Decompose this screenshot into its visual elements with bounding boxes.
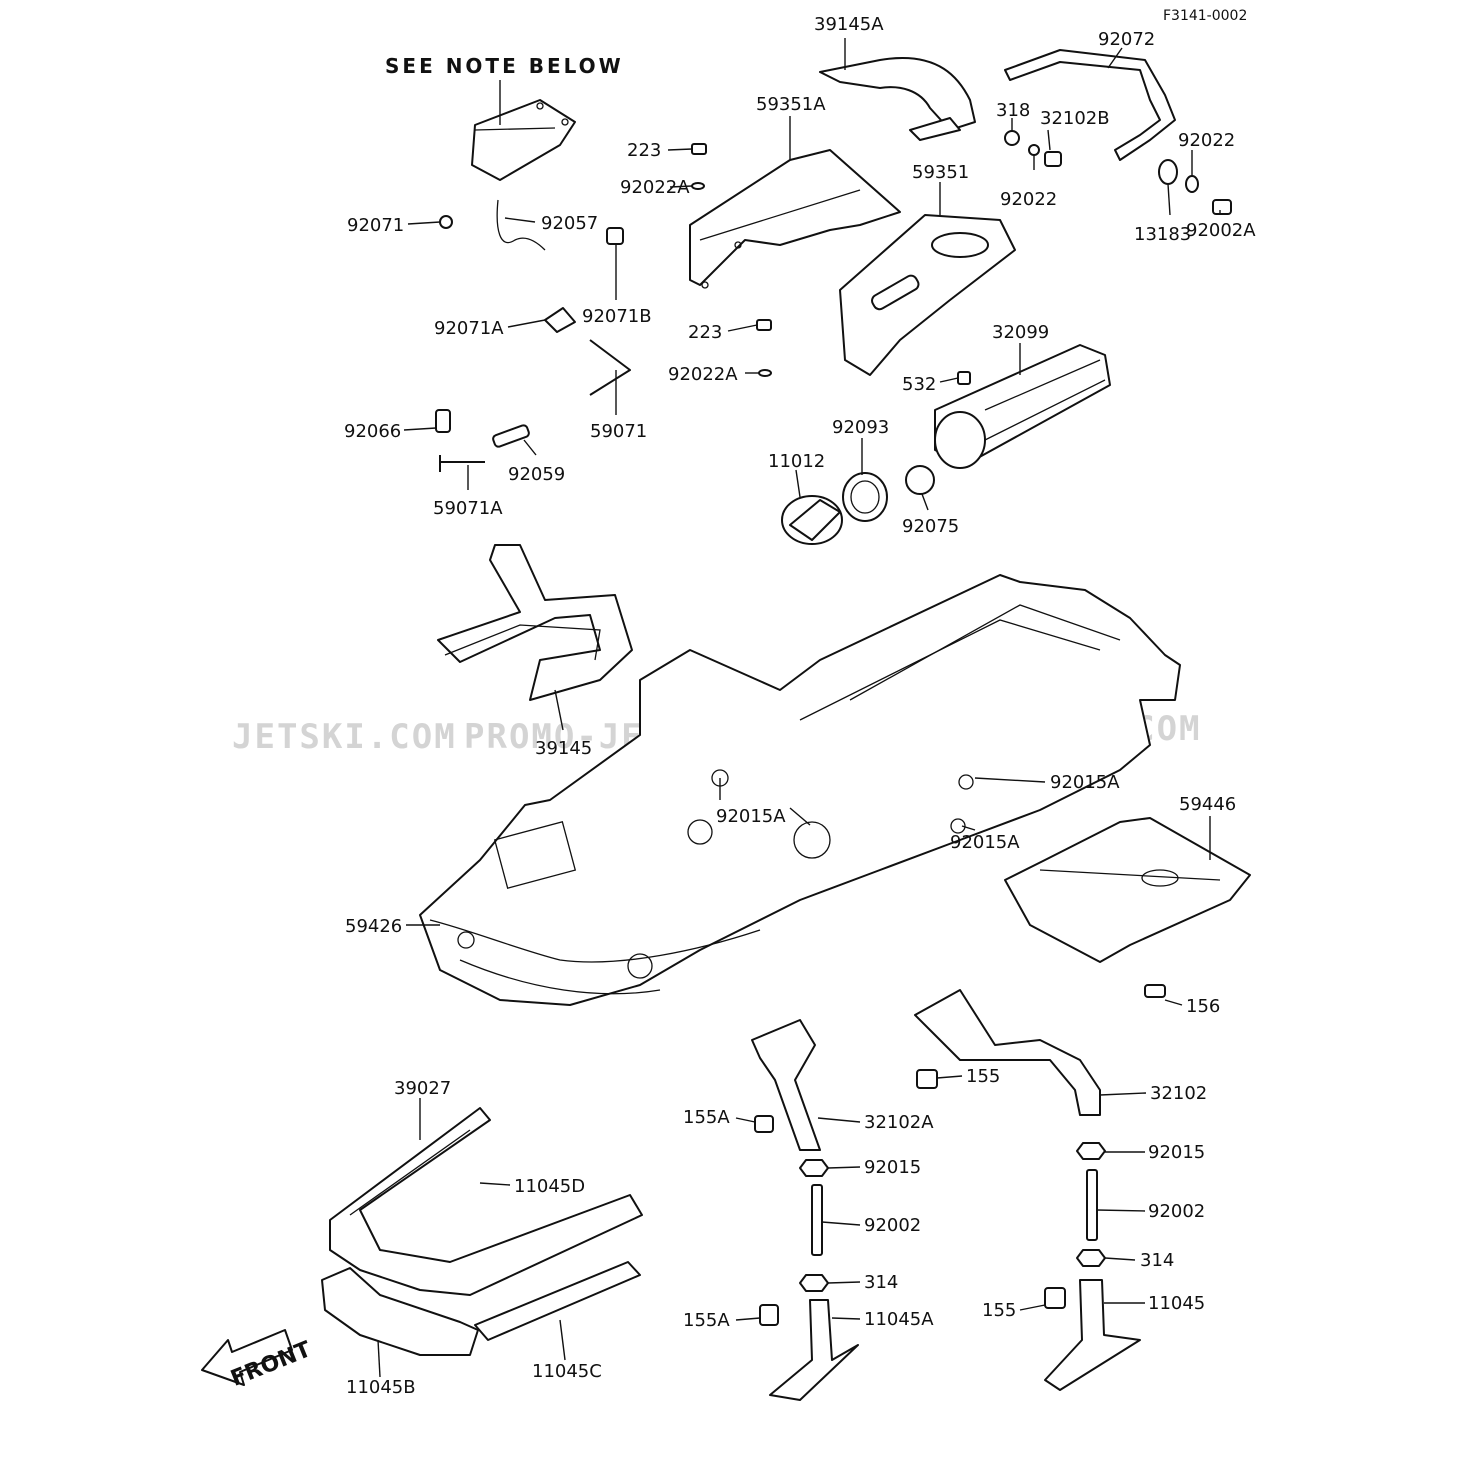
- plug-drain-drawing: [435, 227, 631, 472]
- label-92015A-left: 92015A: [716, 806, 786, 827]
- label-59351A: 59351A: [756, 94, 826, 115]
- label-11045: 11045: [1148, 1293, 1205, 1314]
- label-59351: 59351: [912, 162, 969, 183]
- label-32102B: 32102B: [1040, 108, 1110, 129]
- label-92002-left: 92002: [864, 1215, 921, 1236]
- handle-92072-drawing: [1004, 49, 1232, 215]
- label-13183: 13183: [1134, 224, 1191, 245]
- hull-59426-drawing: [419, 574, 1181, 1006]
- label-92022A-top: 92022A: [620, 177, 690, 198]
- label-92093: 92093: [832, 417, 889, 438]
- label-92071A: 92071A: [434, 318, 504, 339]
- label-155A-lower: 155A: [683, 1310, 730, 1331]
- label-59446: 59446: [1179, 794, 1236, 815]
- label-59071: 59071: [590, 421, 647, 442]
- note-heading: SEE NOTE BELOW: [385, 54, 624, 78]
- part-labels: 39145A 92072 59351A 318 32102B 92022 223…: [344, 14, 1256, 1398]
- label-223-mid: 223: [688, 322, 722, 343]
- bumper-39027-drawing: [329, 1107, 643, 1296]
- fastener-stack-left-drawing: [759, 1159, 859, 1401]
- label-92022-right: 92022: [1178, 130, 1235, 151]
- plate-59446-drawing: [1004, 817, 1251, 998]
- front-arrow-icon: FRONT: [201, 1329, 315, 1392]
- label-92002-right: 92002: [1148, 1201, 1205, 1222]
- label-11012: 11012: [768, 451, 825, 472]
- label-11045D: 11045D: [514, 1176, 585, 1197]
- label-11045A: 11045A: [864, 1309, 934, 1330]
- diagram-code: F3141-0002: [1163, 8, 1247, 24]
- label-155-upper: 155: [966, 1066, 1000, 1087]
- label-39027: 39027: [394, 1078, 451, 1099]
- label-32102A: 32102A: [864, 1112, 934, 1133]
- watermark-1: JETSKI.COM: [232, 717, 457, 757]
- label-92057: 92057: [541, 213, 598, 234]
- label-32099: 32099: [992, 322, 1049, 343]
- label-11045C: 11045C: [532, 1361, 602, 1382]
- tube-32099-drawing: [905, 344, 1111, 495]
- label-39145A: 39145A: [814, 14, 884, 35]
- label-92022-mid: 92022: [1000, 189, 1057, 210]
- label-92015-left: 92015: [864, 1157, 921, 1178]
- label-92075: 92075: [902, 516, 959, 537]
- cover-59351A-drawing: [689, 143, 901, 289]
- label-92015A-right: 92015A: [1050, 772, 1120, 793]
- label-314-left: 314: [864, 1272, 898, 1293]
- label-156: 156: [1186, 996, 1220, 1017]
- leader-lines: [377, 38, 1221, 1378]
- label-92022A-mid: 92022A: [668, 364, 738, 385]
- label-39145: 39145: [535, 738, 592, 759]
- cover-lid-drawing: [439, 99, 576, 251]
- label-92015-right: 92015: [1148, 1142, 1205, 1163]
- label-318: 318: [996, 100, 1030, 121]
- label-155-lower: 155: [982, 1300, 1016, 1321]
- label-11045B: 11045B: [346, 1377, 416, 1398]
- guards-11045B-11045C-drawing: [321, 1261, 641, 1356]
- label-223-top: 223: [627, 140, 661, 161]
- label-59071A: 59071A: [433, 498, 503, 519]
- label-92015A-lower: 92015A: [950, 832, 1020, 853]
- label-59426: 59426: [345, 916, 402, 937]
- label-532: 532: [902, 374, 936, 395]
- label-314-right: 314: [1140, 1250, 1174, 1271]
- handle-39145-drawing: [437, 544, 633, 701]
- label-92072: 92072: [1098, 29, 1155, 50]
- label-92002A: 92002A: [1186, 220, 1256, 241]
- label-92071: 92071: [347, 215, 404, 236]
- label-32102: 32102: [1150, 1083, 1207, 1104]
- handle-39145A-drawing: [819, 57, 976, 141]
- cap-11012-drawing: [781, 472, 888, 545]
- bracket-32102-drawing: [914, 989, 1101, 1116]
- cover-59351-drawing: [756, 214, 1016, 377]
- label-92071B: 92071B: [582, 306, 652, 327]
- bracket-32102A-drawing: [751, 1019, 821, 1151]
- fastener-stack-right-drawing: [1044, 1142, 1141, 1391]
- label-92066: 92066: [344, 421, 401, 442]
- label-155A-upper: 155A: [683, 1107, 730, 1128]
- label-92059: 92059: [508, 464, 565, 485]
